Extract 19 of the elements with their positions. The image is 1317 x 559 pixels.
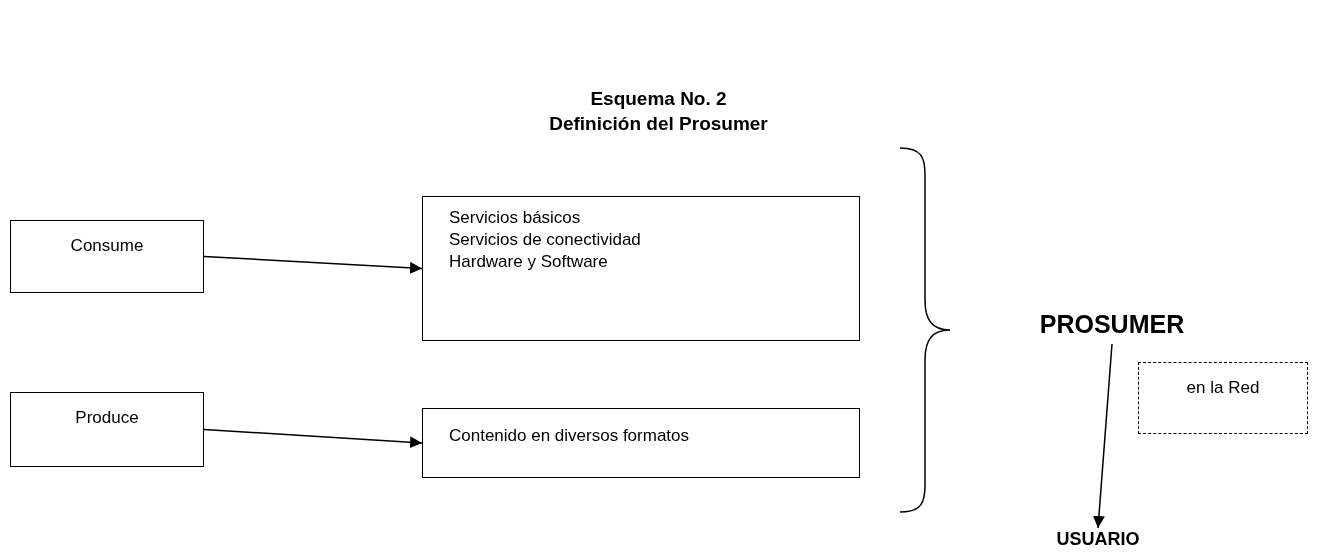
- dashed-box: [1138, 362, 1308, 434]
- box-text: Produce: [74, 407, 140, 429]
- arrow: [203, 255, 423, 274]
- diagram-title: Esquema No. 2: [589, 88, 728, 110]
- usuario-label: USUARIO: [1040, 528, 1156, 552]
- box-text: Hardware y Software: [449, 251, 609, 274]
- arrow: [203, 428, 423, 449]
- process-box: [422, 408, 860, 478]
- box-text: Contenido en diversos formatos: [449, 425, 691, 447]
- process-box: [10, 220, 204, 293]
- box-text: en la Red: [1185, 377, 1261, 399]
- process-box: [10, 392, 204, 467]
- prosumer-label: PROSUMER: [1016, 308, 1208, 344]
- diagram-subtitle: Definición del Prosumer: [548, 113, 769, 135]
- arrow: [1092, 343, 1113, 529]
- box-text: Servicios de conectividad: [449, 229, 642, 252]
- box-text: Servicios básicos: [449, 207, 582, 229]
- process-box: [422, 196, 860, 341]
- box-text: Consume: [69, 235, 145, 257]
